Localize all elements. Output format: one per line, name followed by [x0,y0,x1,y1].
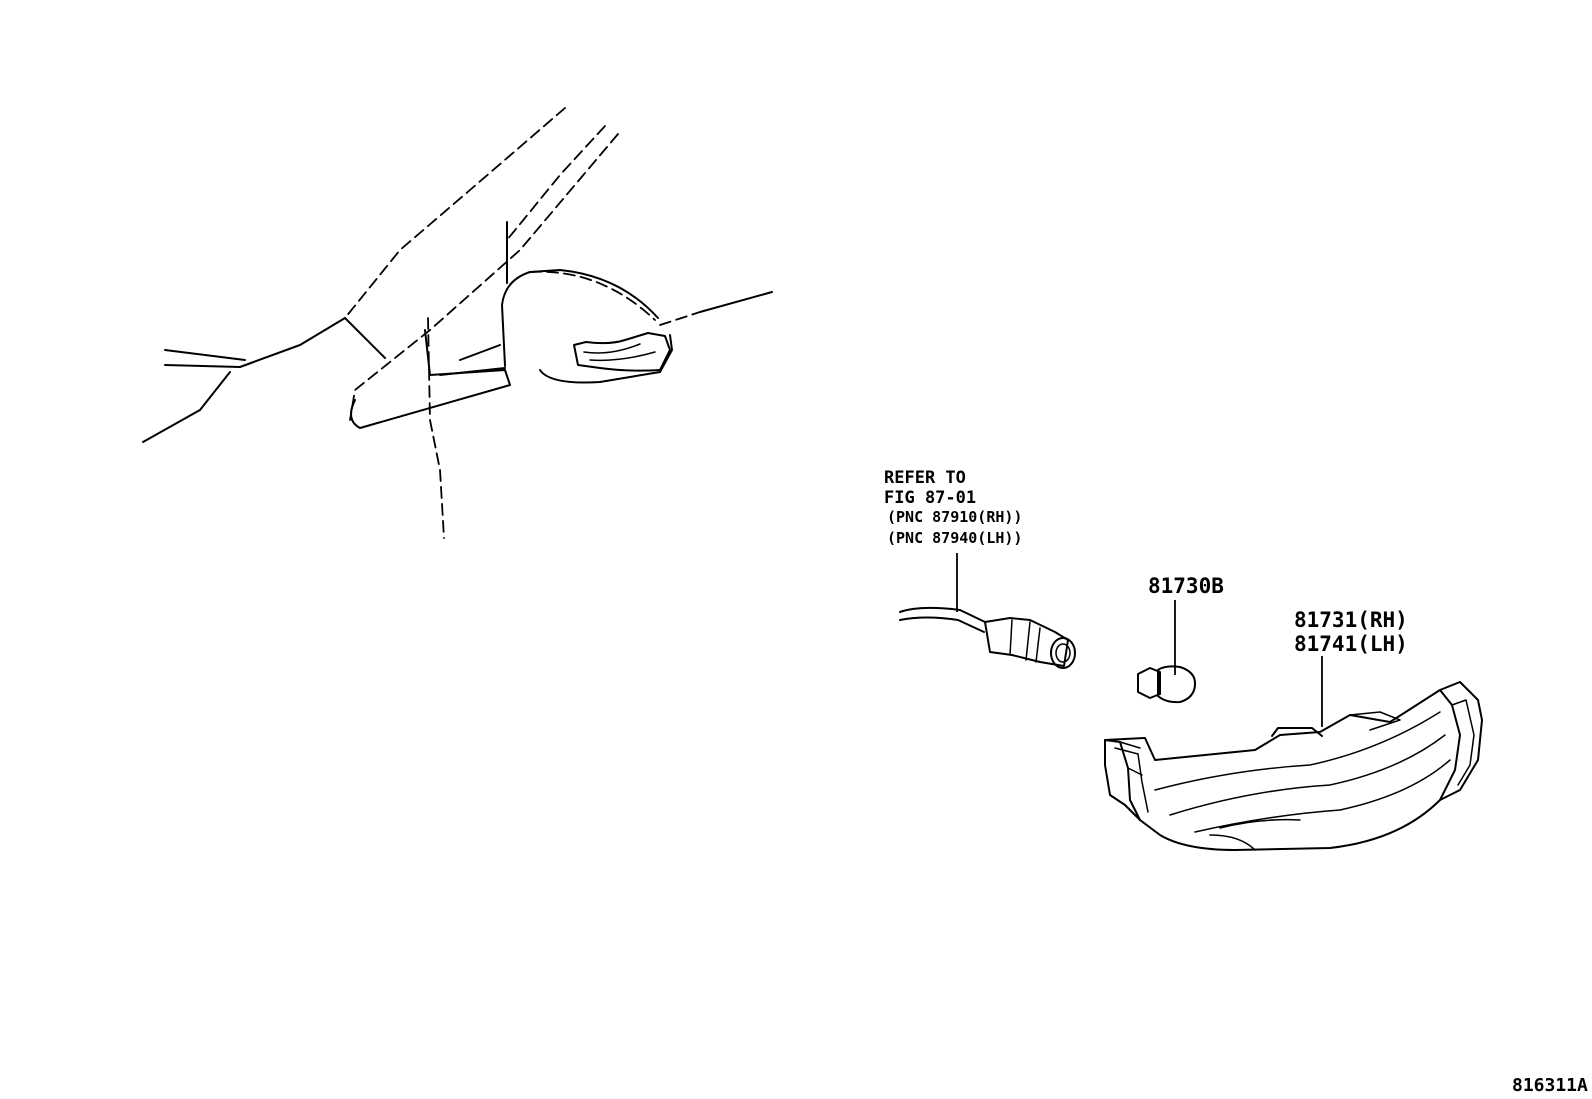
hood-line-2 [164,317,346,368]
wire-upper [899,606,986,623]
lamp-end-cap-edge [1119,741,1143,776]
lens-line-4 [1209,818,1301,851]
lens-line-1 [1154,711,1441,791]
lamp-outer-shell [1104,681,1483,851]
mirror-base [350,329,511,429]
reference-line-3: (PNC 87910(RH)) [887,508,1022,526]
wire-lower [899,616,985,633]
socket-harness [899,606,1076,669]
bulb: 81730B [1137,574,1224,704]
socket-body [984,617,1069,667]
lamp-right-cap-inner [1451,699,1475,786]
a-pillar-line-outer [506,125,606,241]
vehicle-mirror-illustration [142,107,773,539]
windshield-line [344,107,566,319]
socket-opening [1050,637,1076,669]
fender-line [142,371,231,443]
lamp-end-cap [1104,739,1141,821]
bulb-glass [1157,665,1197,704]
mirror-lower [539,334,673,384]
reference-line-4: (PNC 87940(LH)) [887,529,1022,547]
lamp-end-cap-inner [1114,747,1149,813]
socket-rib-2 [1025,621,1031,661]
figure-id: 816311A [1512,1075,1588,1096]
lamp-mount-tab [1271,727,1323,737]
hood-line-1 [164,349,246,361]
a-pillar-line-inner [349,133,619,421]
pillar-foot [344,317,386,359]
body-line-dashed [659,311,701,326]
reference-callout: REFER TO FIG 87-01 (PNC 87910(RH)) (PNC … [884,468,1022,547]
lamp-part-number-rh: 81731(RH) [1294,608,1408,632]
body-line [699,291,773,313]
lamp-assembly: 81731(RH) 81741(LH) [1104,608,1483,851]
lamp-top-flange [1349,711,1401,731]
socket-rib-1 [1009,619,1013,656]
lens-line-3 [1194,759,1451,833]
mirror-housing [501,269,659,367]
lamp-part-number-lh: 81741(LH) [1294,632,1408,656]
mirror-housing-dashed [529,270,656,321]
door-line [427,317,445,539]
reference-line-2: FIG 87-01 [884,488,976,508]
socket-rib-3 [1035,627,1041,663]
bulb-base [1137,667,1161,699]
lamp-right-cap [1439,689,1461,801]
mirror-arm [439,344,506,376]
mirror-turn-signal [573,332,671,372]
reference-line-1: REFER TO [884,468,966,488]
mirror-turn-signal-detail [583,343,656,362]
socket-opening-inner [1055,643,1071,663]
bulb-part-number: 81730B [1148,574,1224,598]
lens-line-2 [1169,734,1446,816]
